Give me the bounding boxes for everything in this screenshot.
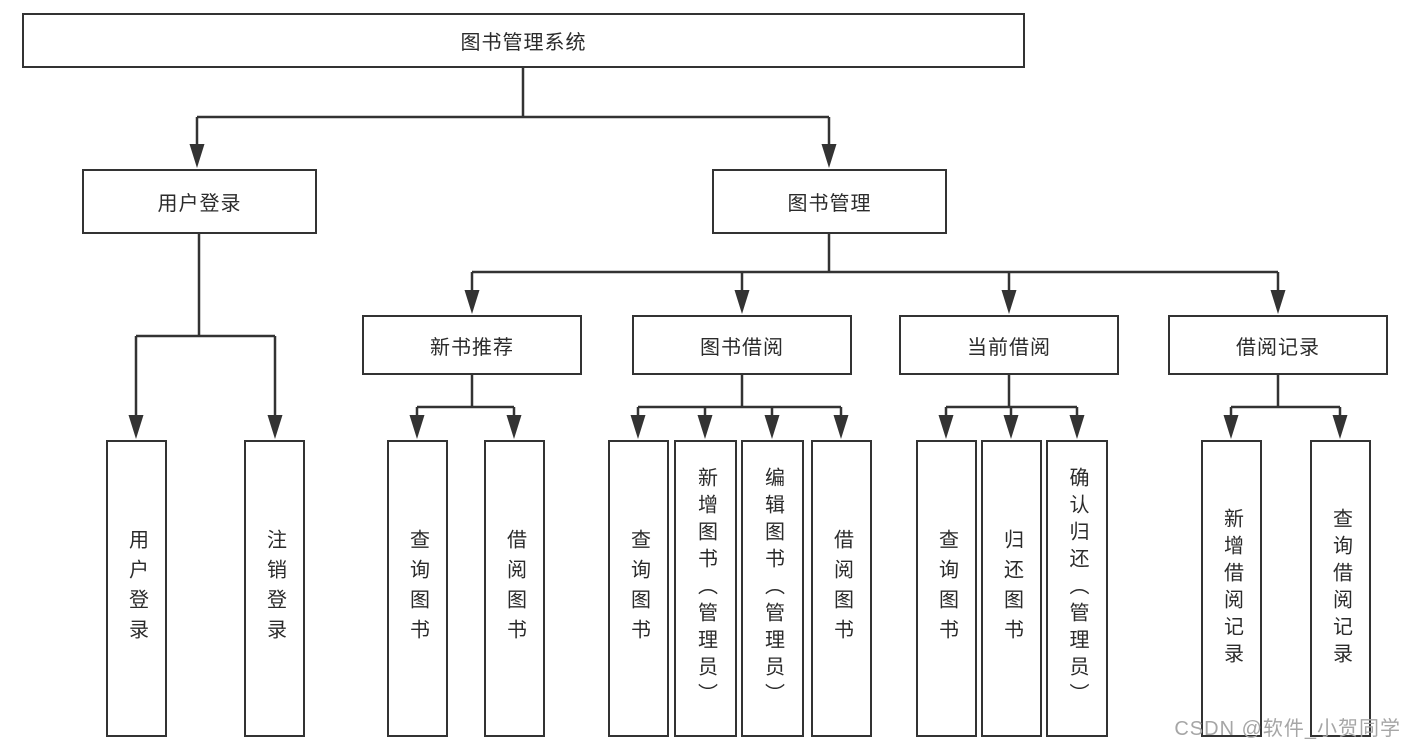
leaf-logout: 注销登录 — [244, 440, 305, 737]
node-label: 当前借阅 — [967, 336, 1051, 359]
node-label: 新增借阅记录 — [1220, 507, 1243, 670]
csdn-watermark: CSDN @软件_小贺同学 — [1174, 718, 1401, 740]
connector-borrow-records-to-leaves — [1223, 375, 1348, 439]
node-book-borrow: 图书借阅 — [632, 315, 852, 375]
node-borrow-records: 借阅记录 — [1168, 315, 1388, 375]
connector-book-management-to-level3 — [464, 234, 1286, 314]
leaf-add-books-admin: 新增图书（管理员） — [674, 440, 737, 737]
node-label: 用户登录 — [125, 528, 148, 649]
node-label: 归还图书 — [1000, 528, 1023, 649]
node-new-book-recommend: 新书推荐 — [362, 315, 582, 375]
connector-root-to-level2 — [189, 68, 837, 168]
node-label: 用户登录 — [157, 193, 242, 215]
node-label: 新书推荐 — [430, 336, 514, 359]
leaf-user-login: 用户登录 — [106, 440, 167, 737]
leaf-query-books-current: 查询图书 — [916, 440, 977, 737]
node-label: 图书管理系统 — [460, 32, 587, 54]
node-label: 图书管理 — [787, 193, 872, 215]
connector-book-borrow-to-leaves — [630, 375, 849, 439]
leaf-edit-books-admin: 编辑图书（管理员） — [741, 440, 804, 737]
node-label: 确认归还（管理员） — [1066, 467, 1088, 710]
connector-current-borrow-to-leaves — [938, 375, 1085, 439]
node-current-borrow: 当前借阅 — [899, 315, 1119, 375]
node-label: 查询借阅记录 — [1329, 507, 1352, 670]
leaf-query-borrow-record: 查询借阅记录 — [1310, 440, 1371, 737]
node-library-management-system: 图书管理系统 — [22, 13, 1025, 68]
node-label: 借阅图书 — [503, 528, 526, 649]
node-label: 查询图书 — [406, 528, 429, 649]
connector-new-book-to-leaves — [409, 375, 522, 439]
leaf-query-books-recommend: 查询图书 — [387, 440, 448, 737]
leaf-add-borrow-record: 新增借阅记录 — [1201, 440, 1262, 737]
node-label: 查询图书 — [627, 528, 650, 649]
leaf-borrow-books: 借阅图书 — [811, 440, 872, 737]
node-user-login: 用户登录 — [82, 169, 317, 234]
node-label: 编辑图书（管理员） — [761, 467, 784, 710]
leaf-query-books-borrow: 查询图书 — [608, 440, 669, 737]
node-label: 借阅图书 — [830, 528, 853, 649]
node-book-management: 图书管理 — [712, 169, 947, 234]
node-label: 图书借阅 — [700, 336, 784, 359]
node-label: 新增图书（管理员） — [694, 467, 717, 710]
leaf-return-books: 归还图书 — [981, 440, 1042, 737]
node-label: 注销登录 — [263, 528, 286, 649]
node-label: 借阅记录 — [1236, 336, 1320, 359]
leaf-borrow-books-recommend: 借阅图书 — [484, 440, 545, 737]
connector-user-login-to-leaves — [128, 234, 283, 439]
leaf-confirm-return-admin: 确认归还（管理员） — [1046, 440, 1108, 737]
node-label: 查询图书 — [935, 528, 958, 649]
